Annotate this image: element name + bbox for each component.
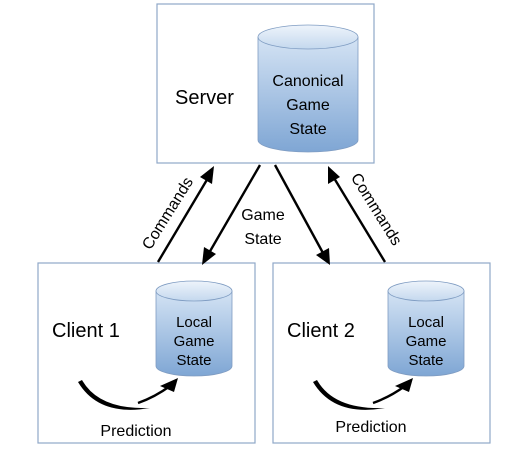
client-1-db-line-1: Local — [176, 314, 212, 331]
client-2-prediction-label: Prediction — [335, 419, 406, 436]
commands-label-left: Commands — [139, 174, 197, 252]
client-1-database-icon — [155, 280, 233, 377]
server-database-icon — [257, 24, 359, 153]
client-2-db-line-1: Local — [408, 314, 444, 331]
client-2-database-icon — [387, 280, 465, 377]
client-2-db-line-3: State — [408, 352, 443, 369]
commands-arrow-client1-to-server — [156, 166, 214, 263]
commands-arrow-client2-to-server — [328, 166, 387, 263]
client-2-prediction-arrow — [313, 378, 413, 410]
server-node: Server Canonical Game State — [156, 3, 375, 164]
game-state-label-line-1: Game — [241, 207, 285, 224]
server-db-line-1: Canonical — [272, 73, 343, 90]
client-2-node: Client 2 Local Game State Prediction — [272, 262, 491, 444]
game-state-label-line-2: State — [244, 231, 281, 248]
client-1-prediction-arrow — [78, 378, 178, 410]
server-label: Server — [175, 87, 234, 109]
game-state-arrow-server-to-client2 — [273, 164, 330, 265]
server-db-line-3: State — [289, 121, 326, 138]
client-1-prediction-label: Prediction — [100, 423, 171, 440]
commands-label-right: Commands — [347, 170, 405, 248]
client-1-db-line-3: State — [176, 352, 211, 369]
client-1-db-line-2: Game — [174, 333, 215, 350]
client-2-db-line-2: Game — [406, 333, 447, 350]
client-1-node: Client 1 Local Game State Prediction — [37, 262, 256, 444]
client-2-label: Client 2 — [287, 320, 355, 342]
client-1-label: Client 1 — [52, 320, 120, 342]
server-db-line-2: Game — [286, 97, 330, 114]
game-state-arrow-server-to-client1 — [202, 164, 262, 265]
